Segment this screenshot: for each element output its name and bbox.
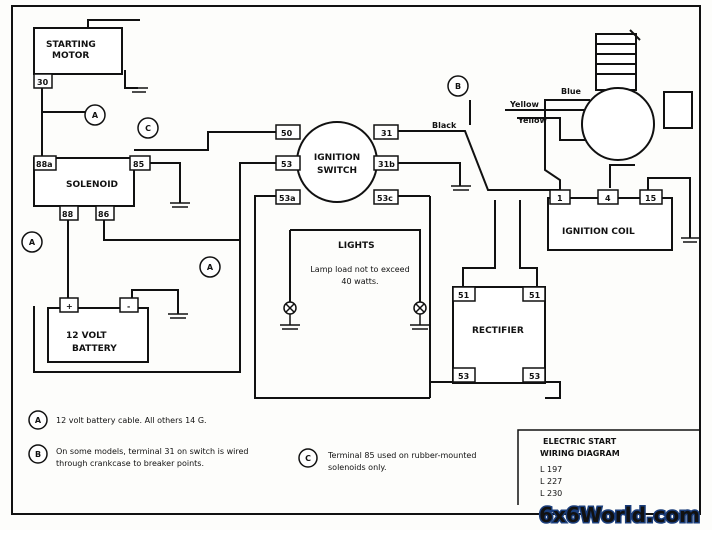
legend-b-text-1: On some models, terminal 31 on switch is… <box>56 447 248 456</box>
rect-terminal-51-left: 51 <box>458 291 470 300</box>
wire-blue-label: Blue <box>561 87 582 96</box>
legend-b-text-2: through crankcase to breaker points. <box>56 459 204 468</box>
watermark: 6x6World.com <box>539 503 700 527</box>
sol-terminal-85: 85 <box>133 160 145 169</box>
wire-yellow-2-label: Yellow <box>517 116 547 125</box>
coil-terminal-1: 1 <box>557 194 563 203</box>
sol-terminal-86: 86 <box>98 210 110 219</box>
rect-terminal-53-left: 53 <box>458 372 469 381</box>
sol-terminal-88: 88 <box>62 210 74 219</box>
model-2: L 227 <box>540 477 562 486</box>
switch-terminal-50: 50 <box>281 129 293 138</box>
coil-terminal-15: 15 <box>645 194 657 203</box>
title-line-1: ELECTRIC START <box>543 437 617 446</box>
legend-a-text: 12 volt battery cable. All others 14 G. <box>56 416 207 425</box>
switch-terminal-31b: 31b <box>378 160 395 169</box>
callout-a-1: A <box>92 111 99 120</box>
callout-b-1: B <box>455 82 461 91</box>
legend: A 12 volt battery cable. All others 14 G… <box>28 410 476 472</box>
motor-terminal-30 <box>33 73 53 89</box>
solenoid-label: SOLENOID <box>66 180 118 190</box>
engine-sketch <box>581 29 693 161</box>
wire-black-label: Black <box>432 121 457 130</box>
rectifier-box <box>452 286 546 384</box>
legend-c-text-1: Terminal 85 used on rubber-mounted <box>327 451 476 460</box>
switch-terminal-31: 31 <box>381 129 393 138</box>
model-1: L 197 <box>540 465 562 474</box>
legend-a-marker: A <box>35 416 42 425</box>
callout-a-3: A <box>207 263 214 272</box>
model-3: L 230 <box>540 489 562 498</box>
lamp-symbols <box>283 301 427 325</box>
battery-plus: + <box>66 302 73 311</box>
motor-terminal-30-label: 30 <box>37 78 49 87</box>
wire-yellow-1-label: Yellow <box>509 100 539 109</box>
switch-terminal-53: 53 <box>281 160 292 169</box>
rect-terminal-53-right: 53 <box>529 372 540 381</box>
lights-label: LIGHTS <box>338 241 375 251</box>
battery-minus: - <box>127 302 130 311</box>
legend-b-marker: B <box>35 450 41 459</box>
coil-terminal-4: 4 <box>605 194 611 203</box>
callout-a-2: A <box>29 238 36 247</box>
ignition-coil-label: IGNITION COIL <box>562 227 635 237</box>
rect-terminal-51-right: 51 <box>529 291 541 300</box>
ignition-coil-box <box>547 197 673 251</box>
title-line-2: WIRING DIAGRAM <box>540 449 620 458</box>
sol-terminal-88a: 88a <box>36 160 53 169</box>
wire-network <box>33 19 691 399</box>
title-block-border <box>517 429 700 505</box>
starting-motor-box <box>33 27 123 75</box>
callouts: A C A A B <box>21 75 469 278</box>
rectifier-label: RECTIFIER <box>472 326 524 336</box>
legend-c-marker: C <box>305 454 311 463</box>
battery-box <box>47 307 149 363</box>
switch-terminal-53c: 53c <box>377 194 393 203</box>
switch-terminal-53a: 53a <box>279 194 296 203</box>
callout-c-1: C <box>145 124 151 133</box>
legend-c-text-2: solenoids only. <box>328 463 387 472</box>
diagram-border <box>11 5 701 515</box>
